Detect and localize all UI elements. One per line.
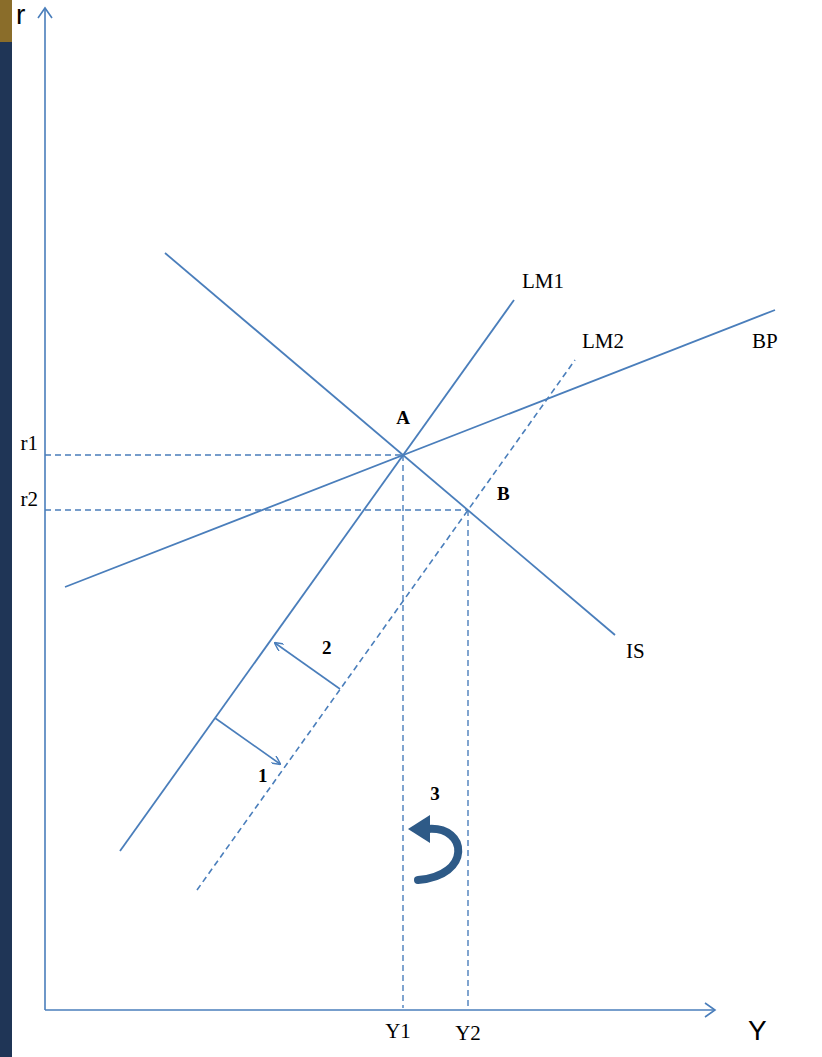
bp-curve: [65, 310, 775, 587]
curve-label: BP: [752, 330, 778, 353]
curve-label: LM1: [522, 270, 564, 293]
axis-label: r: [16, 0, 25, 31]
callout-number: 2: [322, 638, 332, 659]
y-axis: [45, 1009, 715, 1011]
point-label: A: [396, 408, 410, 429]
income-label: Y2: [455, 1022, 481, 1045]
axis-arrow: [38, 8, 52, 18]
is-curve: [165, 253, 615, 635]
lm1-curve: [120, 300, 514, 851]
point-label: B: [497, 484, 510, 505]
guide-line: [45, 454, 403, 455]
slide-band: [0, 40, 12, 1057]
r-axis: [44, 8, 46, 1010]
rate-label: r1: [21, 432, 39, 455]
income-label: Y1: [385, 1020, 411, 1043]
guide-line: [402, 455, 403, 1008]
axis-arrow: [705, 1003, 715, 1017]
guide-line: [45, 509, 468, 510]
lm2-curve: [197, 360, 575, 890]
callout-number: 1: [258, 766, 268, 787]
slide-ornament: [0, 0, 12, 42]
curved-arrow-head: [408, 815, 430, 843]
curve-label: IS: [626, 640, 645, 663]
axis-label: Y: [748, 1016, 767, 1047]
callout-number: 3: [430, 784, 440, 805]
guide-line: [467, 510, 468, 1008]
rate-label: r2: [21, 488, 39, 511]
shift-arrow: [215, 718, 280, 764]
curve-label: LM2: [582, 330, 624, 353]
